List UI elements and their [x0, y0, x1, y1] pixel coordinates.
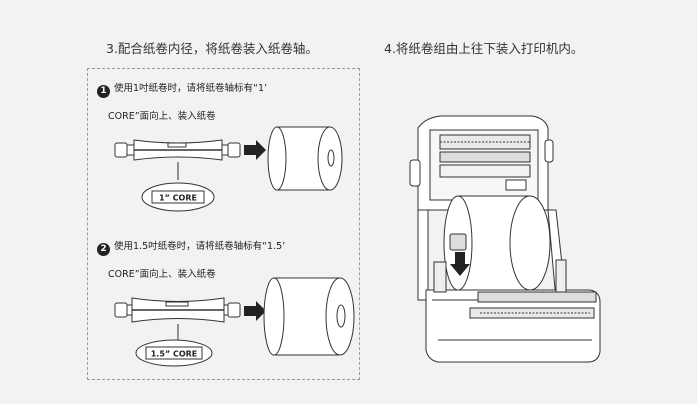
spindle-1	[114, 139, 241, 161]
item-2-instruction: 2 使用1.5吋纸卷时，请将纸卷轴标有“1.5’	[97, 238, 285, 256]
paper-roll-2	[263, 277, 355, 356]
label-1-text: 1” CORE	[159, 194, 197, 203]
right-arrow-icon	[244, 301, 266, 321]
step-4-title: 4.将纸卷组由上往下装入打印机内。	[384, 41, 584, 56]
item-2-badge: 2	[97, 243, 110, 256]
down-arrow-icon	[450, 252, 470, 276]
item-1-text: 使用1吋纸卷时，请将纸卷轴标有“1’	[114, 83, 268, 94]
item-1-subtext: CORE”面向上、装入纸卷	[108, 111, 216, 122]
label-2-oval	[135, 339, 213, 367]
right-arrow-icon	[244, 140, 266, 160]
item-2-subtext: CORE”面向上、装入纸卷	[108, 269, 216, 280]
label-1-oval	[141, 182, 215, 212]
item-1-instruction: 1 使用1吋纸卷时，请将纸卷轴标有“1’	[97, 80, 267, 98]
label-2-text: 1.5” CORE	[151, 350, 198, 359]
printer-illustration	[409, 115, 601, 363]
step-3-title: 3.配合纸卷内径，将纸卷装入纸卷轴。	[106, 41, 318, 56]
paper-roll-1	[267, 126, 343, 191]
step-3-panel	[87, 68, 360, 380]
spindle-2	[114, 297, 241, 323]
item-1-badge: 1	[97, 85, 110, 98]
item-2-text: 使用1.5吋纸卷时，请将纸卷轴标有“1.5’	[114, 241, 286, 252]
